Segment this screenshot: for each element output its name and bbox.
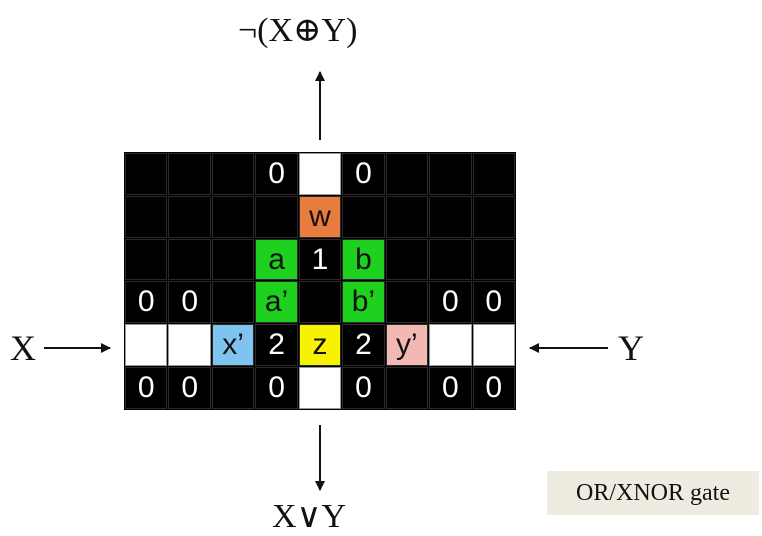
grid-cell: 0 (125, 367, 168, 409)
grid-cell: 0 (429, 367, 472, 409)
grid-cell (211, 195, 255, 238)
grid-cell (298, 281, 342, 324)
grid-cell: 0 (342, 367, 385, 409)
grid-cell (385, 238, 429, 281)
grid-cell: 0 (342, 153, 385, 195)
grid-cell: 0 (255, 367, 298, 409)
input-label-x: X (10, 328, 36, 368)
grid-cell (385, 153, 429, 195)
grid-cell (125, 153, 168, 195)
grid-cell (125, 195, 168, 238)
grid-cell (342, 195, 385, 238)
grid-cell: 2 (342, 324, 385, 367)
output-label-or: X∨Y (272, 498, 346, 535)
grid-cell (211, 153, 255, 195)
grid-cell: 0 (429, 281, 472, 324)
grid-cell (255, 195, 298, 238)
grid-cell (168, 153, 211, 195)
grid-cell: w (298, 195, 342, 238)
grid-cell (472, 324, 515, 367)
grid-cell: z (298, 324, 342, 367)
grid-cell: 0 (168, 367, 211, 409)
grid-cell: 1 (298, 238, 342, 281)
grid-cell (385, 367, 429, 409)
grid-cell (429, 324, 472, 367)
grid-cell (168, 324, 211, 367)
grid-cell (125, 324, 168, 367)
grid-cell (211, 238, 255, 281)
grid-cell (125, 238, 168, 281)
grid-cell: 0 (255, 153, 298, 195)
grid-cell: y’ (385, 324, 429, 367)
grid-cell: 0 (168, 281, 211, 324)
grid-cell (429, 153, 472, 195)
grid-cell: 0 (125, 281, 168, 324)
grid-cell (472, 238, 515, 281)
grid-cell: b’ (342, 281, 385, 324)
input-label-y: Y (618, 328, 644, 368)
grid-cell: b (342, 238, 385, 281)
grid-cell: 2 (255, 324, 298, 367)
grid-cell (472, 153, 515, 195)
grid-cell: x’ (211, 324, 255, 367)
grid-cell (211, 281, 255, 324)
gate-name-badge: OR/XNOR gate (547, 471, 759, 515)
grid-cell: 0 (472, 281, 515, 324)
grid-cell: a (255, 238, 298, 281)
grid-cell (298, 367, 342, 409)
grid-cell (429, 195, 472, 238)
grid-cell: 0 (472, 367, 515, 409)
grid-cell (168, 195, 211, 238)
grid-cell (298, 153, 342, 195)
grid-cell (429, 238, 472, 281)
grid-cell (472, 195, 515, 238)
grid-cell: a’ (255, 281, 298, 324)
grid-cell (168, 238, 211, 281)
grid-cell (211, 367, 255, 409)
output-label-xnor: ¬(X⊕Y) (238, 12, 358, 49)
grid-cell (385, 281, 429, 324)
grid-cell (385, 195, 429, 238)
